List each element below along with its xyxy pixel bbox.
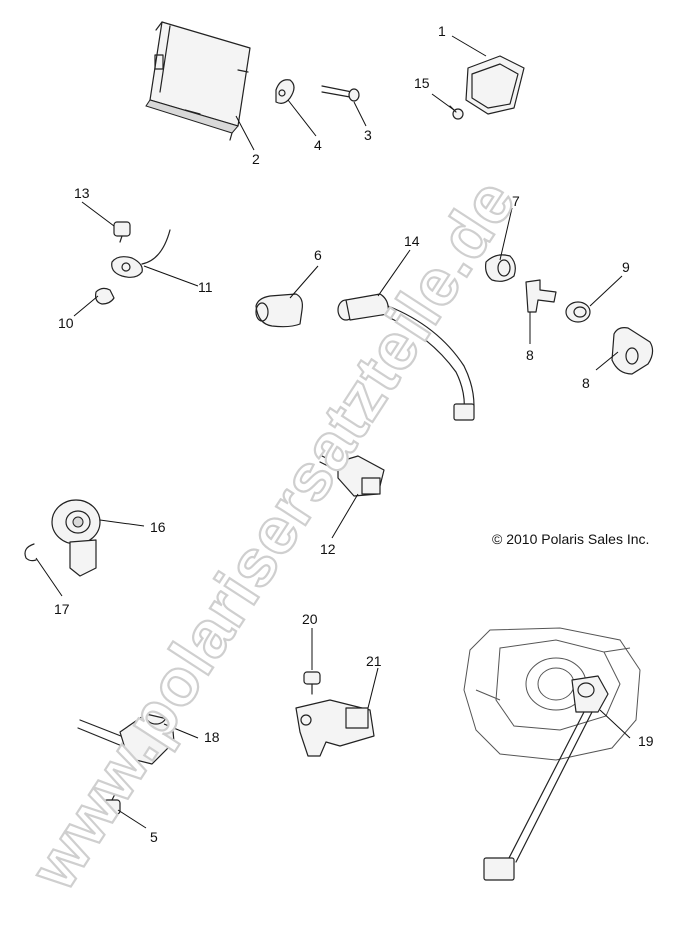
part-1-cover <box>465 55 525 115</box>
copyright-text: © 2010 Polaris Sales Inc. <box>492 531 649 547</box>
part-12-temp-sensor <box>319 455 385 497</box>
callout-18: 18 <box>204 729 220 745</box>
part-19-throttle-body <box>463 627 641 881</box>
part-17-clip <box>24 543 37 562</box>
part-10-cap <box>95 287 115 305</box>
callout-labels: 1 2 4 3 15 13 11 10 6 14 7 8 9 8 12 16 1… <box>54 23 654 845</box>
part-18-speed-sensor <box>77 707 175 765</box>
part-11-sensor <box>111 229 171 278</box>
leader-lines <box>35 35 631 829</box>
callout-17: 17 <box>54 601 70 617</box>
part-13-bolt <box>113 221 131 243</box>
part-8-switch <box>611 327 654 375</box>
callout-8b: 8 <box>582 375 590 391</box>
callout-8a: 8 <box>526 347 534 363</box>
callout-12: 12 <box>320 541 336 557</box>
part-20-bolt <box>303 671 321 695</box>
callout-10: 10 <box>58 315 74 331</box>
callout-1: 1 <box>438 23 446 39</box>
callout-4: 4 <box>314 137 322 153</box>
callout-5: 5 <box>150 829 158 845</box>
part-7-fitting <box>485 254 516 282</box>
callout-13: 13 <box>74 185 90 201</box>
part-4-clip <box>275 79 295 104</box>
callout-21: 21 <box>366 653 382 669</box>
part-2-ecu <box>145 21 251 141</box>
callout-11: 11 <box>198 279 213 295</box>
part-8-bracket <box>525 279 557 313</box>
callout-6: 6 <box>314 247 322 263</box>
callout-19: 19 <box>638 733 654 749</box>
part-14-harness-sensor <box>337 293 475 421</box>
callout-15: 15 <box>414 75 430 91</box>
callout-7: 7 <box>512 193 520 209</box>
callout-9: 9 <box>622 259 630 275</box>
part-9-washer <box>565 301 591 323</box>
callout-14: 14 <box>404 233 420 249</box>
callout-2: 2 <box>252 151 260 167</box>
part-6-sensor <box>255 293 303 328</box>
part-16-knock-sensor <box>51 499 101 577</box>
part-3-pin <box>321 85 360 102</box>
callout-3: 3 <box>364 127 372 143</box>
callout-16: 16 <box>150 519 166 535</box>
callout-20: 20 <box>302 611 318 627</box>
part-5-bolt <box>103 791 121 815</box>
part-21-map-sensor <box>295 699 375 757</box>
